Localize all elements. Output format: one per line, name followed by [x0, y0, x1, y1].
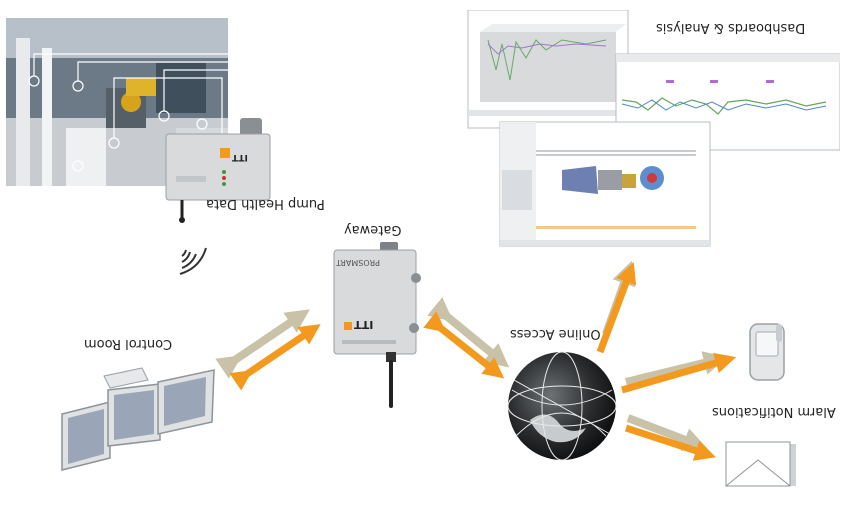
- arrow-control-gateway: [229, 324, 321, 391]
- gateway-device: PROSMART ITT: [330, 240, 430, 410]
- keyboard-icon: [103, 367, 149, 389]
- control-room-monitors: [60, 360, 220, 472]
- phone-icon: [748, 322, 788, 384]
- arrow-to-phone: [621, 352, 737, 394]
- alarm-notifications-label: Alarm Notifications: [712, 404, 836, 419]
- globe-icon: [506, 350, 618, 462]
- arrow-to-email: [624, 424, 716, 461]
- arrow-to-dashboards: [596, 262, 637, 354]
- arrow-shadow-control-gateway: [215, 309, 310, 379]
- wireless-signal-icon: [174, 230, 224, 276]
- envelope-icon: [722, 440, 798, 490]
- pump-sensor-device: ITT: [162, 114, 274, 224]
- plant-photo: [6, 18, 247, 186]
- arrow-shadow-email: [626, 414, 708, 451]
- arrow-gateway-online: [423, 311, 505, 379]
- online-access-label: Online Access: [510, 326, 601, 341]
- dashboard-screenshots: [466, 9, 841, 250]
